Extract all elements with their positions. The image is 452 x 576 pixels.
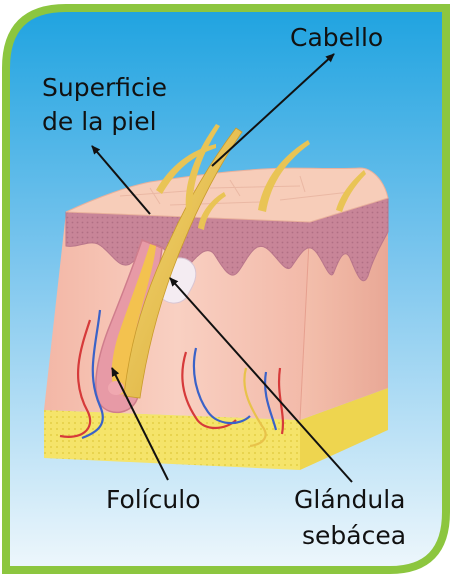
label-foliculo: Folículo [106,485,201,514]
label-superficie-line2: de la piel [42,107,157,136]
label-glandula-line2: sebácea [302,521,406,550]
label-superficie-line1: Superficie [42,73,167,102]
label-cabello: Cabello [290,23,383,52]
label-glandula-line1: Glándula [294,485,405,514]
